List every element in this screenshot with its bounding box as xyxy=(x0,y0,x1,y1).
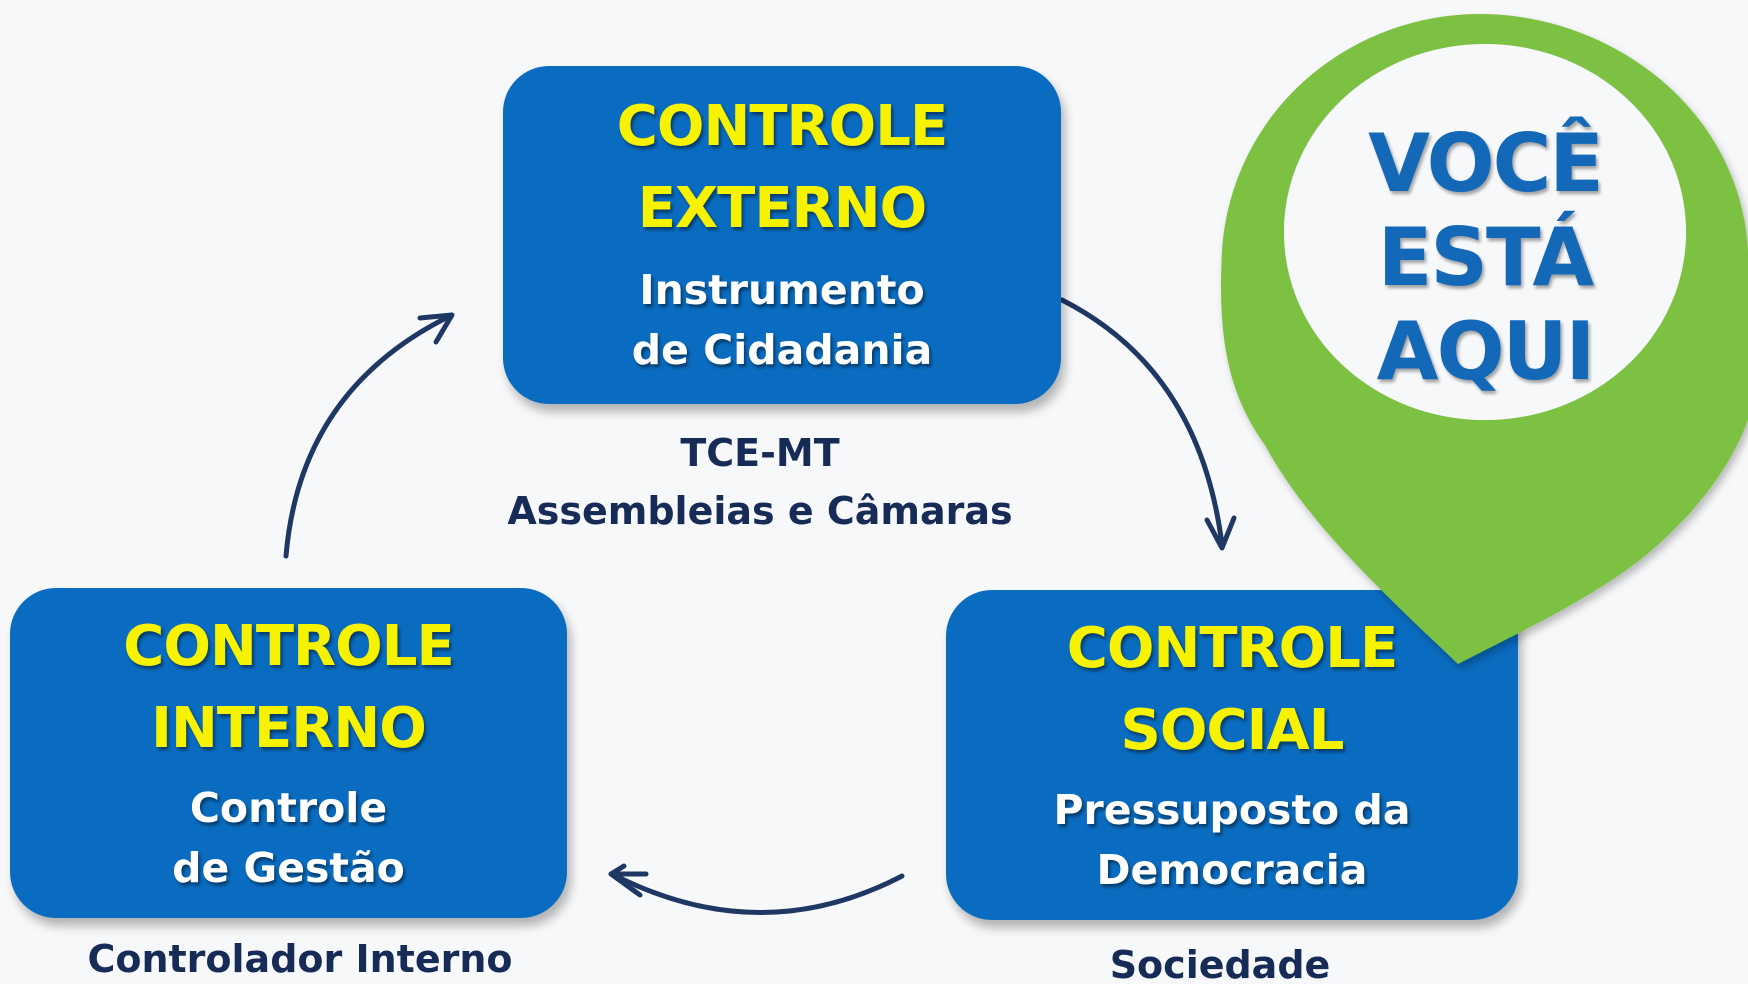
controle-social-title-2: SOCIAL xyxy=(1120,698,1345,763)
map-pin-inner xyxy=(1284,44,1686,420)
controle-social-sub-1: Pressuposto da xyxy=(1053,786,1411,834)
controle-interno-sub-2: de Gestão xyxy=(172,844,405,892)
arrow-social-to-interno xyxy=(609,871,905,915)
controle-externo-caption: TCE-MT Assembleias e Câmaras xyxy=(500,424,1020,540)
pin-text-voce: VOCÊ xyxy=(1368,117,1604,210)
controle-externo-caption-2: Assembleias e Câmaras xyxy=(507,489,1013,533)
controle-interno-title-1: CONTROLE xyxy=(123,614,454,679)
controle-externo-caption-1: TCE-MT xyxy=(680,431,840,475)
controle-externo-title-2: EXTERNO xyxy=(637,176,927,241)
controle-social-title-1: CONTROLE xyxy=(1066,616,1398,681)
map-pin-shape xyxy=(1221,14,1748,664)
arrow-externo-to-social xyxy=(1059,297,1225,548)
arrow-interno-to-externo-head xyxy=(417,312,455,345)
pin-text-aqui: AQUI xyxy=(1376,305,1596,398)
controle-social-sub-2: Democracia xyxy=(1096,846,1368,894)
controle-social-caption: Sociedade xyxy=(1109,943,1331,984)
arrow-externo-to-social-head xyxy=(1204,515,1237,551)
controle-externo-sub-1: Instrumento xyxy=(639,266,925,314)
controle-interno-title-2: INTERNO xyxy=(151,696,427,761)
controle-interno-sub-1: Controle xyxy=(189,784,388,832)
controle-externo-box: CONTROLE EXTERNO Instrumento de Cidadani… xyxy=(503,66,1061,404)
controle-externo-sub-2: de Cidadania xyxy=(631,326,933,374)
controle-externo-title-1: CONTROLE xyxy=(616,94,948,159)
pin-text-esta: ESTÁ xyxy=(1377,211,1595,304)
arrow-interno-to-externo xyxy=(283,313,453,559)
controle-interno-box: CONTROLE INTERNO Controle de Gestão xyxy=(10,588,567,918)
controle-interno-caption: Controlador Interno xyxy=(87,937,513,981)
controle-social-box: CONTROLE SOCIAL Pressuposto da Democraci… xyxy=(946,590,1518,920)
